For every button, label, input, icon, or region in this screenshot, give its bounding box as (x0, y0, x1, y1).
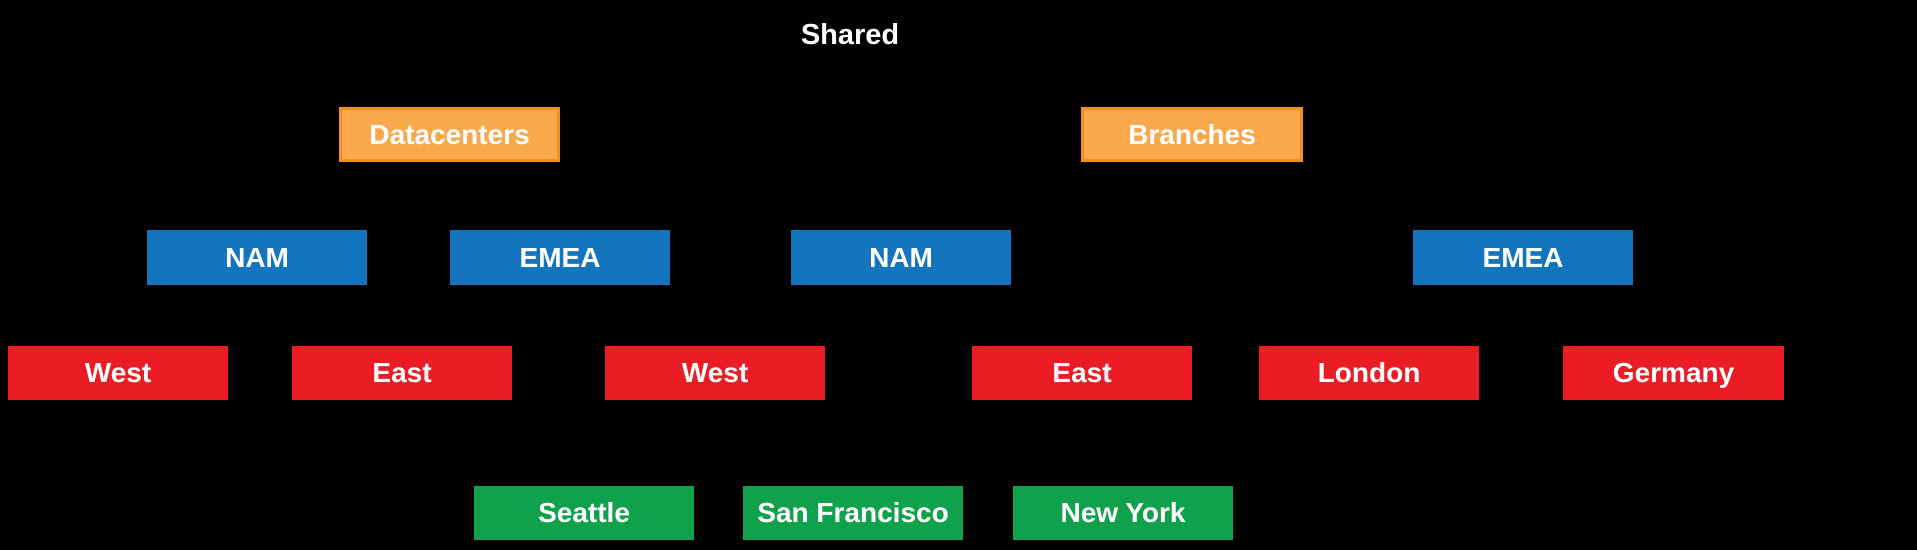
node-nam-datacenters: NAM (147, 230, 367, 285)
node-shared-root-label: Shared (800, 18, 900, 51)
node-west-2: West (605, 346, 825, 400)
node-emea-datacenters: EMEA (450, 230, 670, 285)
node-datacenters: Datacenters (339, 107, 560, 162)
node-nam-branches: NAM (791, 230, 1011, 285)
node-london: London (1259, 346, 1479, 400)
node-emea-branches: EMEA (1413, 230, 1633, 285)
node-west-1: West (8, 346, 228, 400)
node-seattle: Seattle (474, 486, 694, 540)
node-branches: Branches (1081, 107, 1303, 162)
node-east-2: East (972, 346, 1192, 400)
node-new-york: New York (1013, 486, 1233, 540)
node-germany: Germany (1563, 346, 1784, 400)
node-san-francisco: San Francisco (743, 486, 963, 540)
node-east-1: East (292, 346, 512, 400)
